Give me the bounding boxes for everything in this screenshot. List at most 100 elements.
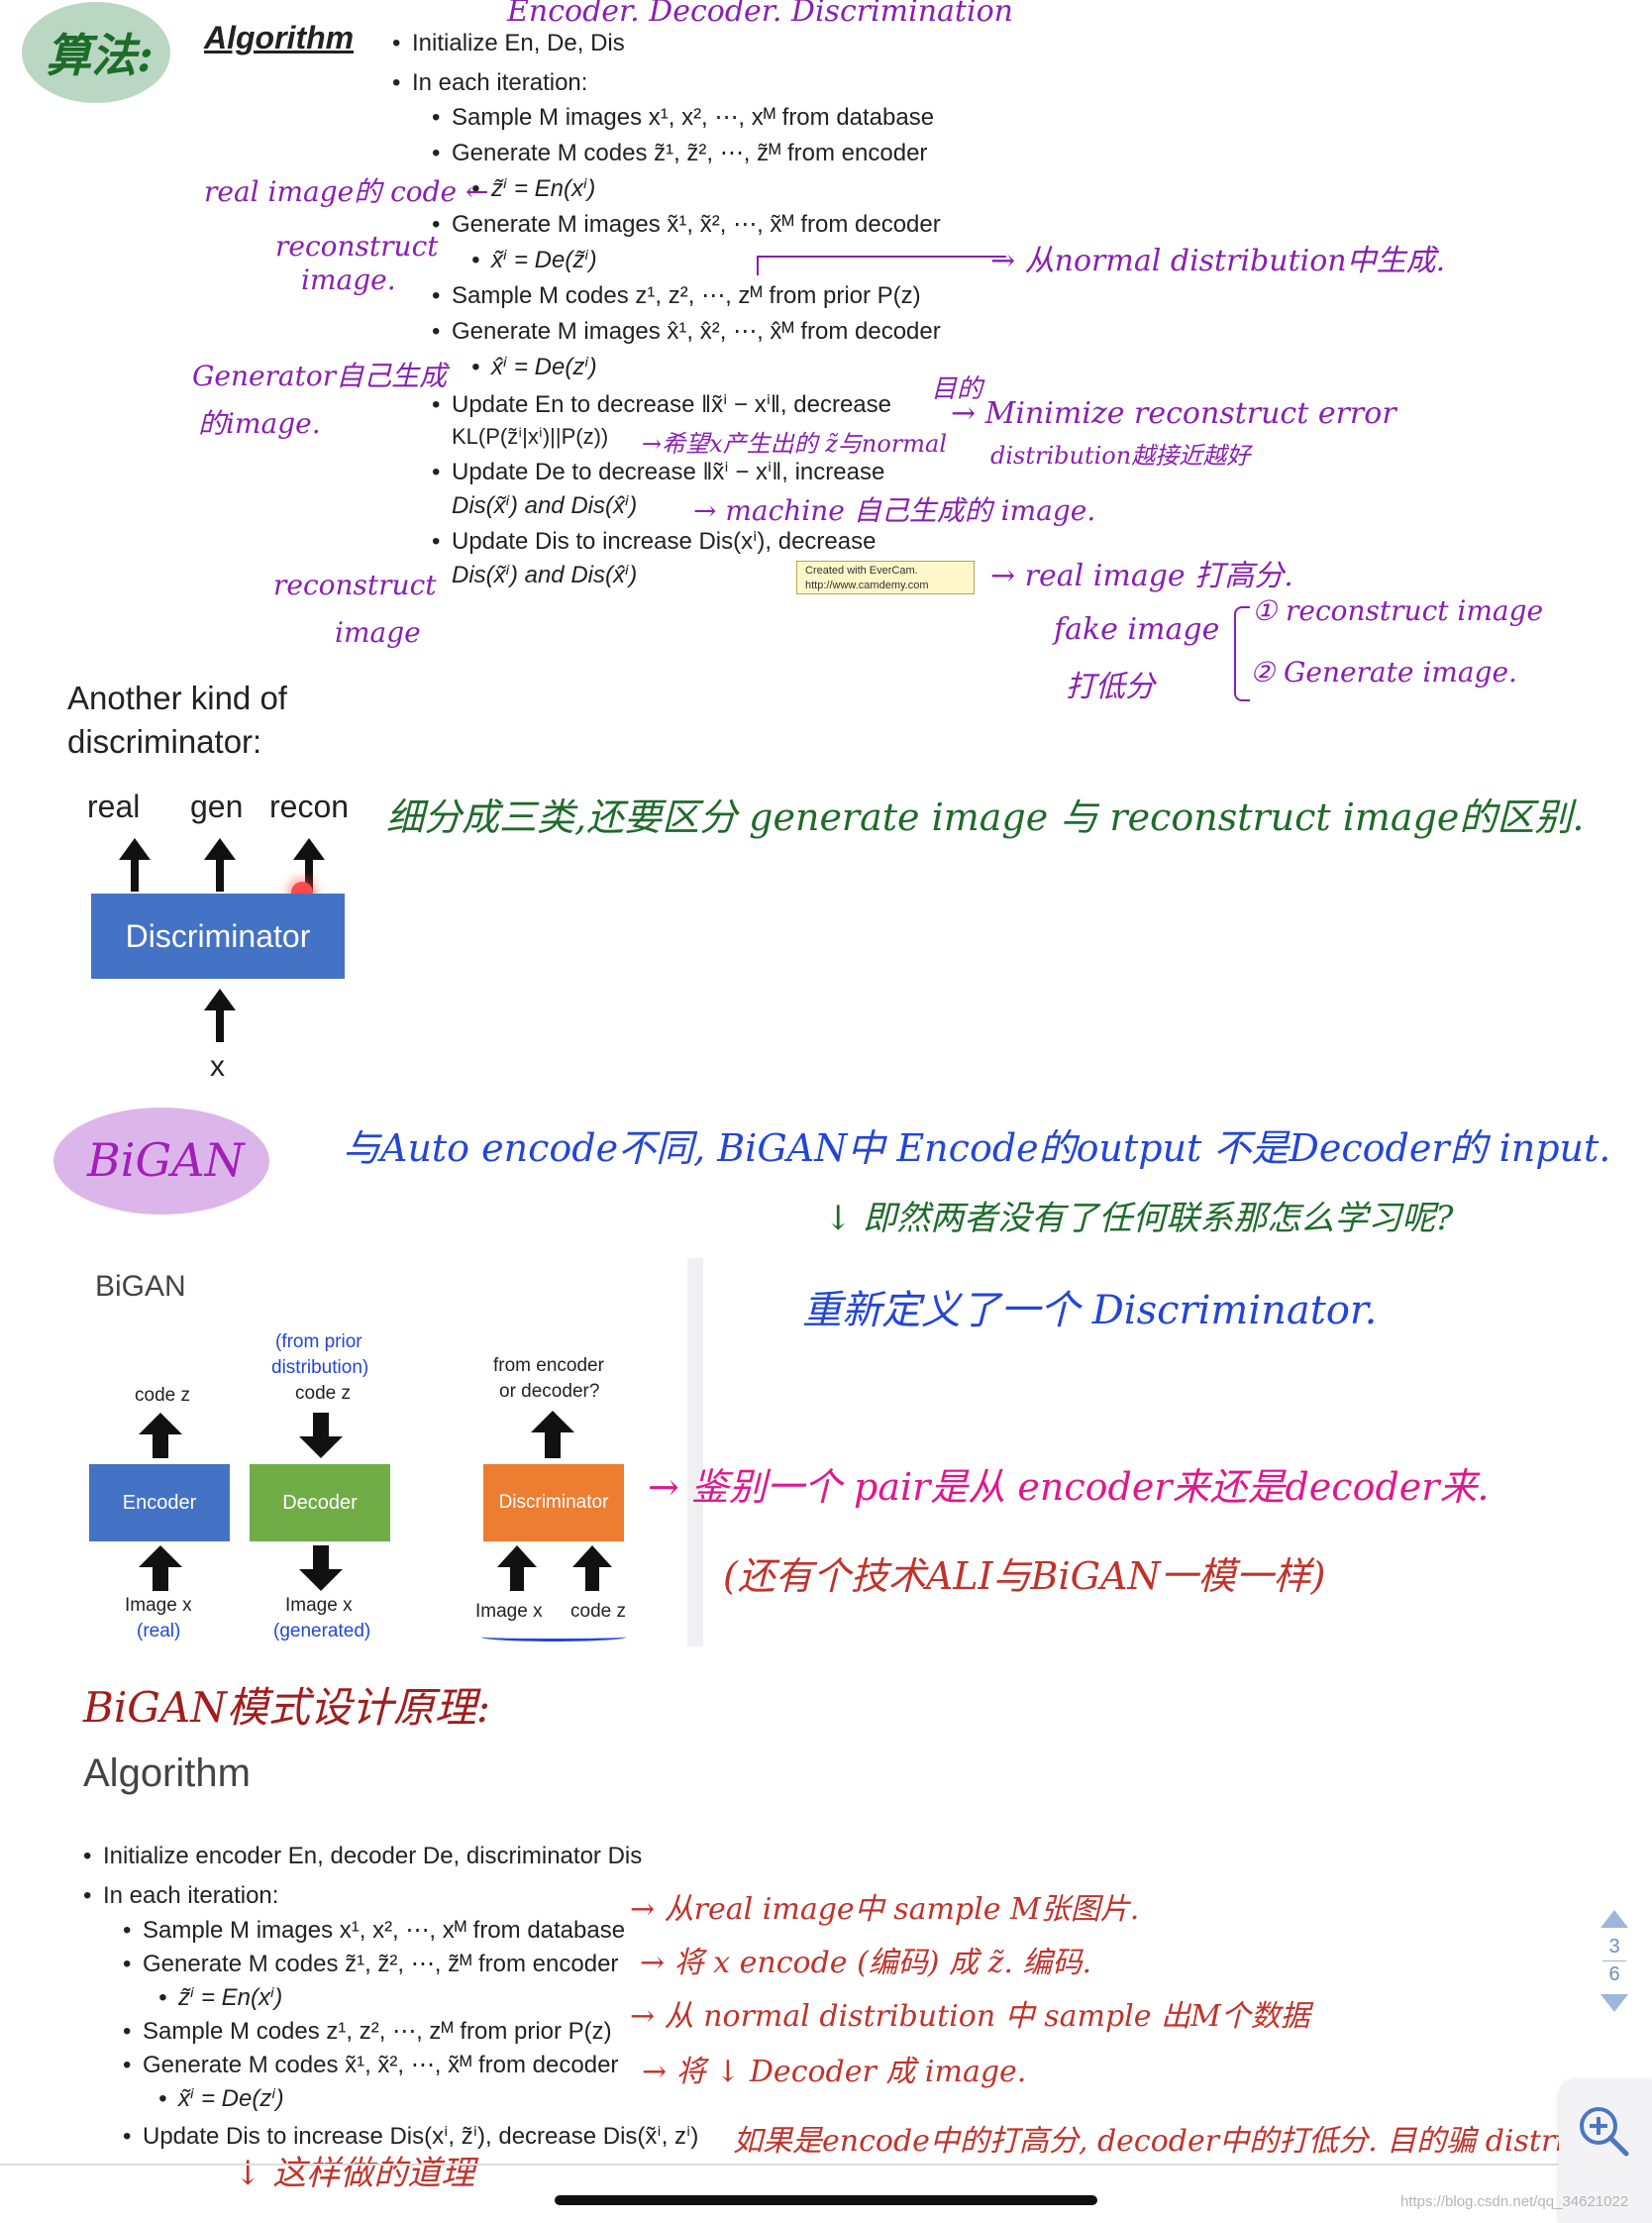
encoder-arrow-up <box>139 1413 182 1434</box>
bigan-disc-bottom-2: code z <box>570 1601 626 1622</box>
note-recon-img-2: image <box>335 616 421 649</box>
decoder-arrow-down-stem <box>313 1413 329 1438</box>
watermark: https://blog.csdn.net/qq_34621022 <box>1400 2193 1629 2210</box>
arrow-x-stem <box>216 1010 224 1042</box>
principle-note-3: → 从 normal distribution 中 sample 出M个数据 <box>630 1999 1310 2034</box>
algorithm-badge-label: 算法: <box>46 29 154 82</box>
bigan-slide-title: BiGAN <box>95 1270 186 1303</box>
top-note: Encoder. Decoder. Discrimination <box>507 0 1013 29</box>
bigan-disc-arrow-up-stem <box>545 1430 561 1458</box>
note-real-code: real image的 code ← <box>204 175 489 208</box>
encoder-arrow-up-stem <box>153 1432 168 1458</box>
algorithm-title: Algorithm <box>204 20 355 55</box>
principle-line-2: Sample M images x¹, x², ⋯, xᴹ from datab… <box>123 1916 625 1945</box>
fake-brace <box>1234 606 1250 701</box>
bigan-disc-underline <box>481 1633 626 1641</box>
note-reconstruct-1: reconstruct <box>275 230 439 263</box>
bigan-disc-bottom-1: Image x <box>475 1601 543 1622</box>
arrow-recon-stem <box>305 858 313 892</box>
decoder-arrow-down <box>299 1436 343 1458</box>
zoom-in-icon <box>1580 2107 1629 2157</box>
note-opt-2: ② Generate image. <box>1250 656 1517 688</box>
algo1-line-6: x̃ⁱ = De(z̃ⁱ) <box>471 246 597 274</box>
arrow-recon-head <box>293 838 325 860</box>
principle-note-4: → 将 ↓ Decoder 成 image. <box>642 2055 1027 2089</box>
disc-label-recon: recon <box>269 789 350 824</box>
note-machine: → machine 自己生成的 image. <box>693 494 1096 527</box>
note-recon-img-1: reconstruct <box>273 569 437 601</box>
algo1-line-15: Dis(x̃ⁱ) and Dis(x̂ⁱ) <box>452 562 638 588</box>
bigan-pink-note: → 鉴别一个 pair是从 encoder来还是decoder来. <box>648 1465 1490 1509</box>
algo1-line-3: Generate M codes z̃¹, z̃², ⋯, z̃ᴹ from e… <box>432 139 927 167</box>
decoder-arrow-out <box>299 1569 343 1591</box>
algo1-line-12: Update De to decrease ‖x̃ⁱ − xⁱ‖, increa… <box>432 458 884 486</box>
arrow-real-head <box>119 838 151 860</box>
decoder-bottom-2: (generated) <box>273 1621 371 1641</box>
bottom-divider <box>0 2164 1559 2166</box>
evercam-line-2: http://www.camdemy.com <box>805 580 929 591</box>
principle-line-7: x̃ⁱ = De(zⁱ) <box>158 2084 284 2113</box>
principle-line-3: Generate M codes z̃¹, z̃², ⋯, z̃ᴹ from e… <box>123 1950 618 1978</box>
encoder-bottom-1: Image x <box>125 1595 192 1616</box>
principle-algo-title: Algorithm <box>83 1751 251 1795</box>
note-real-high: → real image 打高分. <box>990 559 1293 593</box>
algo1-line-1: In each iteration: <box>392 69 587 97</box>
decoder-box: Decoder <box>250 1464 390 1541</box>
disc-label-real: real <box>87 789 141 824</box>
discriminator-box: Discriminator <box>91 894 345 979</box>
note-generator-1: Generator自己生成 <box>192 360 448 392</box>
bigan-disc-arrow-z <box>572 1545 612 1567</box>
bigan-disc-arrow-up <box>531 1411 574 1432</box>
bigan-red-note: (还有个技术ALI与BiGAN一模一样) <box>723 1554 1326 1598</box>
evercam-stamp: Created with EverCam. http://www.camdemy… <box>796 561 975 594</box>
bigan-disc-top-2: or decoder? <box>499 1381 600 1402</box>
note-reconstruct-2: image. <box>301 264 396 296</box>
algo1-line-2: Sample M images x¹, x², ⋯, xᴹ from datab… <box>432 103 934 132</box>
encoder-box: Encoder <box>89 1464 230 1541</box>
algo1-line-9: x̂ⁱ = De(zⁱ) <box>471 353 597 381</box>
bigan-disc-top-1: from encoder <box>493 1355 604 1376</box>
home-indicator[interactable] <box>555 2195 1097 2205</box>
bigan-slide-divider <box>687 1258 703 1646</box>
disc-input-x: x <box>210 1050 225 1083</box>
algo1-line-5: Generate M images x̃¹, x̃², ⋯, x̃ᴹ from … <box>432 210 941 239</box>
principle-line-4: z̃ⁱ = En(xⁱ) <box>158 1983 282 2012</box>
encoder-top-label: code z <box>135 1385 190 1406</box>
principle-note-1: → 从real image中 sample M张图片. <box>630 1892 1140 1927</box>
disc-title-1: Another kind of <box>67 680 287 716</box>
bigan-disc-arrow-x <box>497 1545 537 1567</box>
principle-line-5: Sample M codes z¹, z², ⋯, zᴹ from prior … <box>123 2017 612 2046</box>
algo1-line-8: Generate M images x̂¹, x̂², ⋯, x̂ᴹ from … <box>432 317 941 346</box>
algo1-line-11: KL(P(z̃ⁱ|xⁱ)||P(z)) <box>452 424 609 449</box>
bigan-disc-arrow-z-stem <box>585 1565 599 1591</box>
algo1-line-13: Dis(x̃ⁱ) and Dis(x̂ⁱ) <box>452 492 638 519</box>
page-navigator: 3 6 <box>1595 1910 1634 2012</box>
page-divider <box>1602 1960 1626 1961</box>
decoder-top-1: distribution) <box>271 1357 369 1378</box>
disc-label-gen: gen <box>190 789 244 824</box>
decoder-top-2: code z <box>295 1383 351 1404</box>
note-opt-1: ① reconstruct image <box>1252 594 1544 627</box>
algo1-line-14: Update Dis to increase Dis(xⁱ), decrease <box>432 527 876 556</box>
decoder-arrow-out-stem <box>313 1545 329 1571</box>
arrow-gen-head <box>204 838 236 860</box>
bigan-note-2: ↓ 即然两者没有了任何联系那怎么学习呢? <box>824 1199 1454 1238</box>
principle-note-6: ↓ 这样做的道理 <box>234 2154 475 2193</box>
note-generator-2: 的image. <box>198 407 321 440</box>
principle-note-5: 如果是encode中的打高分, decoder中的打低分. 目的骗 distri <box>733 2124 1565 2159</box>
page-down-icon[interactable] <box>1600 1994 1628 2012</box>
encoder-arrow-in-stem <box>153 1565 168 1591</box>
algo1-line-7: Sample M codes z¹, z², ⋯, zᴹ from prior … <box>432 281 921 310</box>
bigan-disc-box: Discriminator <box>483 1464 624 1541</box>
note-normal: → 从normal distribution中生成. <box>990 244 1446 278</box>
algorithm-badge <box>22 2 170 103</box>
decoder-bottom-1: Image x <box>285 1595 353 1616</box>
algo1-line-4: z̃ⁱ = En(xⁱ) <box>471 174 595 203</box>
principle-line-1: In each iteration: <box>83 1882 278 1910</box>
disc-title-2: discriminator: <box>67 723 262 760</box>
note-fake-2: 打低分 <box>1066 670 1155 704</box>
arrow-real-stem <box>131 858 139 892</box>
note-kl-2: distribution越接近越好 <box>990 442 1251 470</box>
page-up-icon[interactable] <box>1600 1910 1628 1928</box>
zoom-button[interactable] <box>1559 2080 1652 2223</box>
